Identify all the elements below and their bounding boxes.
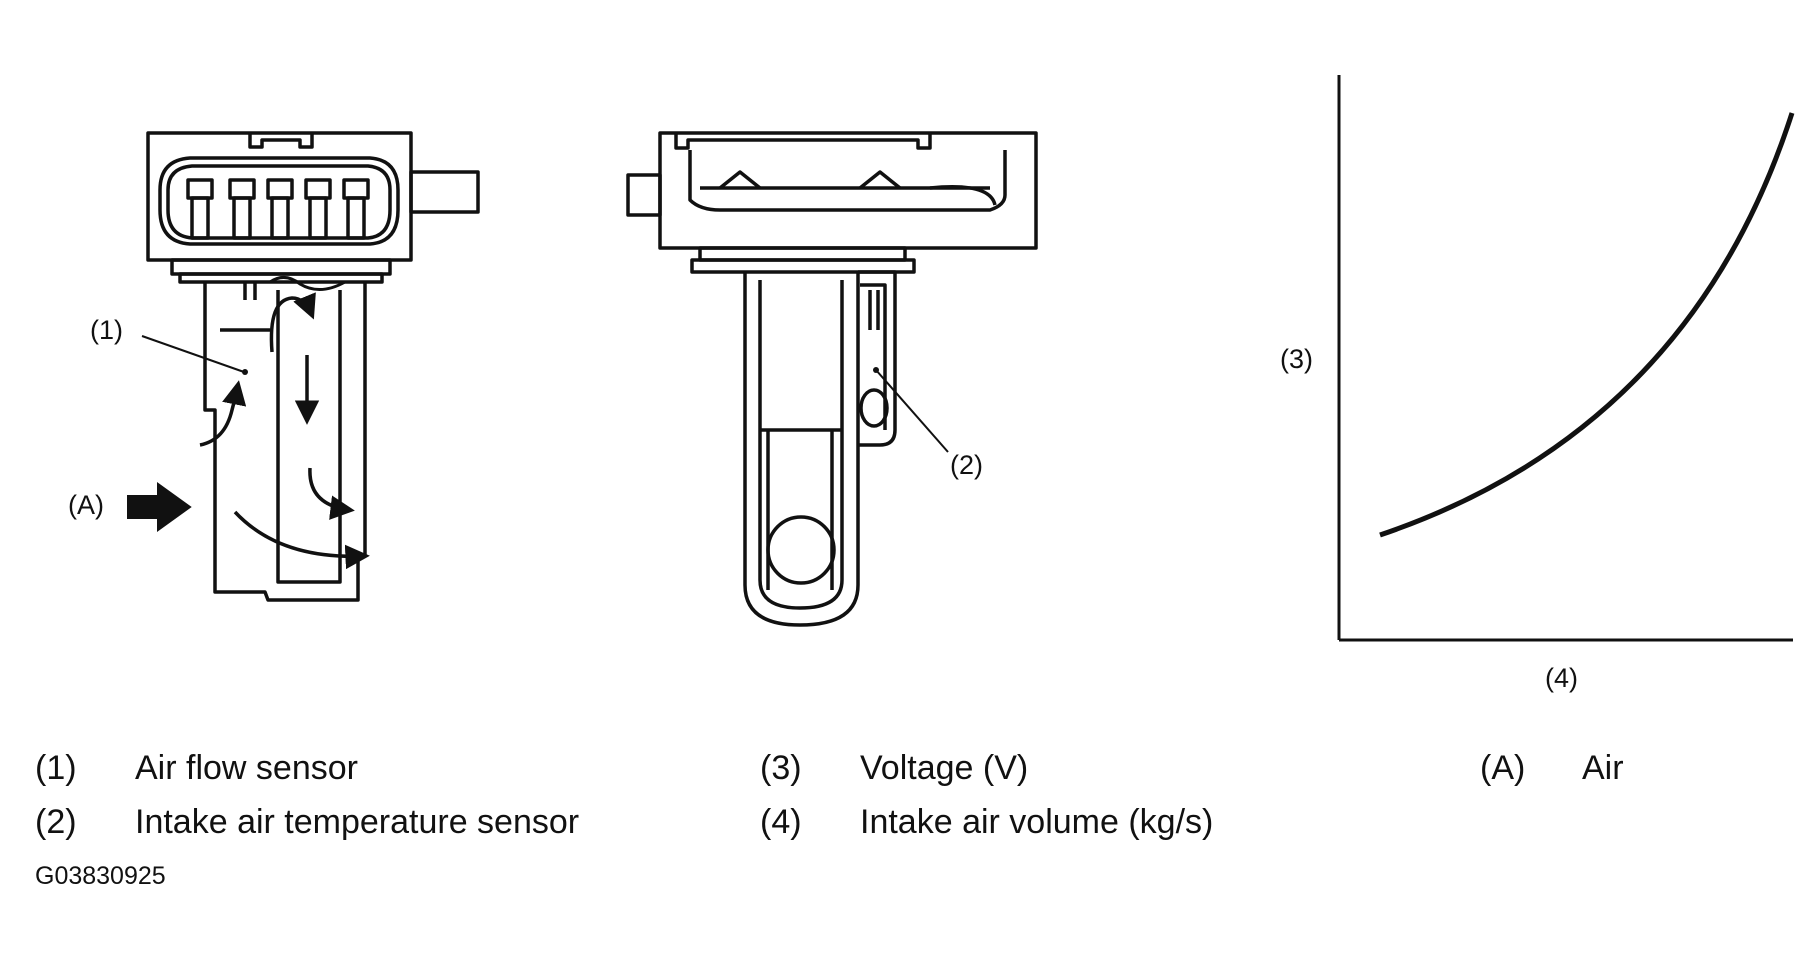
legend-item-1: (1) Air flow sensor xyxy=(35,749,685,791)
sensor-side-view xyxy=(146,131,480,602)
voltage-curve xyxy=(1379,112,1795,538)
legend-number: (1) xyxy=(35,749,77,787)
callout-1-label: (1) xyxy=(90,315,123,345)
y-axis-label: (3) xyxy=(1280,344,1313,374)
callout-1-leader xyxy=(141,335,245,373)
legend-text: Air flow sensor xyxy=(135,749,358,787)
rear-probe-body xyxy=(743,272,860,627)
legend-item-3: (3) Voltage (V) xyxy=(760,749,1360,791)
connector-pins xyxy=(186,178,370,240)
callout-2-leader xyxy=(875,369,949,453)
air-inlet-arrow xyxy=(127,482,192,532)
legend-number: (A) xyxy=(1480,749,1526,787)
callout-a-label: (A) xyxy=(68,490,104,520)
legend-number: (4) xyxy=(760,803,802,841)
characteristic-graph: (3) (4) xyxy=(1280,75,1795,693)
legend-text: Intake air volume (kg/s) xyxy=(860,803,1214,841)
figure-code: G03830925 xyxy=(35,862,166,890)
sensor-rear-view xyxy=(626,131,1038,627)
legend-item-2: (2) Intake air temperature sensor xyxy=(35,803,685,845)
airflow-arrows xyxy=(199,292,370,570)
legend-item-a: (A) Air xyxy=(1480,749,1740,791)
callout-2-label: (2) xyxy=(950,450,983,480)
legend-item-4: (4) Intake air volume (kg/s) xyxy=(760,803,1360,845)
legend-text: Air xyxy=(1582,749,1624,787)
x-axis-label: (4) xyxy=(1545,663,1578,693)
legend-number: (3) xyxy=(760,749,802,787)
legend-number: (2) xyxy=(35,803,77,841)
legend-text: Voltage (V) xyxy=(860,749,1029,787)
legend-text: Intake air temperature sensor xyxy=(135,803,580,841)
